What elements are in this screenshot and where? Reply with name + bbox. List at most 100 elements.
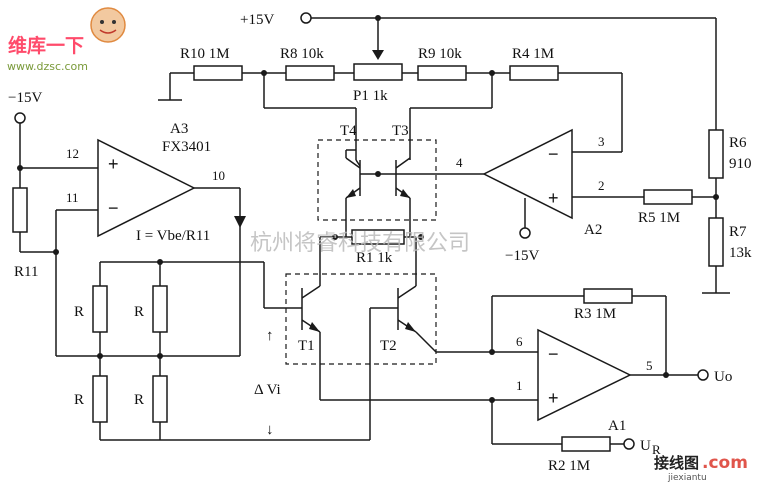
r-label-1: R: [74, 304, 84, 320]
r-bottom-left: [92, 375, 108, 423]
pos-supply-label: +15V: [240, 12, 274, 28]
r10-label: R10 1M: [180, 46, 230, 62]
r1-label: R1 1k: [356, 250, 393, 266]
r7-resistor: [708, 217, 724, 267]
wire: [397, 285, 417, 299]
a1-minus: −: [548, 344, 559, 364]
r7-label: R7: [729, 224, 747, 240]
junction-dot: [375, 171, 381, 177]
junction-dot: [100, 20, 104, 24]
pin-4: 4: [456, 155, 463, 170]
wire: [395, 157, 411, 169]
up-arrow: ↑: [266, 328, 274, 344]
pin-11: 11: [66, 190, 79, 205]
t3-label: T3: [392, 123, 409, 139]
wire: [345, 157, 361, 169]
neg-supply-terminal: [14, 112, 26, 124]
r5-resistor: [643, 189, 693, 205]
r-bottom-right: [152, 375, 168, 423]
site-url: www.dzsc.com: [7, 60, 88, 73]
wire: [301, 285, 321, 299]
down-arrow: ↓: [266, 422, 274, 438]
ur-subscript: R: [652, 442, 661, 457]
pin-12: 12: [66, 146, 79, 161]
r4-label: R4 1M: [512, 46, 554, 62]
a2-minus: −: [548, 144, 559, 164]
r3-resistor: [583, 288, 633, 304]
symbol-shape: [405, 322, 416, 332]
a1-opamp: [537, 328, 632, 422]
r2-label: R2 1M: [548, 458, 590, 474]
t1-label: T1: [298, 338, 315, 354]
junction-dot: [90, 7, 126, 43]
t2-label: T2: [380, 338, 397, 354]
site-logo: 维库一下 www.dzsc.com: [7, 7, 126, 73]
ur-label: U: [640, 438, 651, 454]
matched-pair-bottom-box: [285, 273, 437, 365]
uo-terminal: [697, 369, 709, 381]
neg-supply-label: −15V: [8, 90, 42, 106]
pin-5: 5: [646, 358, 653, 373]
wire: [415, 331, 437, 353]
r8-label: R8 10k: [280, 46, 324, 62]
delta-vi-label: Δ Vi: [254, 382, 281, 398]
junction-dot: [53, 249, 59, 255]
current-arrow: [234, 216, 246, 228]
logo-shape: [99, 29, 117, 34]
symbol-shape: [400, 189, 410, 198]
r6-label: R6: [729, 135, 747, 151]
p1-wiper-arrow: [372, 50, 384, 60]
a1-label: A1: [608, 418, 626, 434]
a2-plus: +: [548, 188, 559, 208]
center-watermark: 杭州将睿科技有限公司: [250, 231, 470, 256]
pin-2: 2: [598, 178, 605, 193]
r4-resistor: [509, 65, 559, 81]
r-top-left: [92, 285, 108, 333]
r6-resistor: [708, 129, 724, 179]
junction-dot: [663, 372, 669, 378]
a2-neg-supply-label: −15V: [505, 248, 539, 264]
r9-label: R9 10k: [418, 46, 462, 62]
t4-label: T4: [340, 123, 357, 139]
a2-opamp: [482, 128, 573, 220]
r2-resistor: [561, 436, 611, 452]
matched-pair-top-box: [317, 139, 437, 221]
r11-resistor: [12, 187, 28, 233]
r-label-3: R: [74, 392, 84, 408]
a3-minus: −: [108, 198, 119, 218]
current-formula: I = Vbe/R11: [136, 228, 210, 244]
a3-opamp: [97, 138, 196, 238]
r6-value: 910: [729, 156, 752, 172]
r7-value: 13k: [729, 245, 752, 261]
pin-6: 6: [516, 334, 523, 349]
pin-1: 1: [516, 378, 523, 393]
junction-dot: [112, 20, 116, 24]
r8-resistor: [285, 65, 335, 81]
r-label-4: R: [134, 392, 144, 408]
r10-resistor: [193, 65, 243, 81]
a3-name: A3: [170, 121, 188, 137]
r3-label: R3 1M: [574, 306, 616, 322]
brand-site: jiexiantu: [667, 473, 707, 482]
pos-supply-terminal: [300, 12, 312, 24]
p1-potentiometer: [353, 63, 403, 81]
r11-label: R11: [14, 264, 38, 280]
pin-3: 3: [598, 134, 605, 149]
ur-terminal: [623, 438, 635, 450]
wire: [355, 159, 361, 167]
r9-resistor: [417, 65, 467, 81]
a3-part: FX3401: [162, 139, 211, 155]
symbol-shape: [309, 322, 320, 332]
brand-suffix: .com: [702, 453, 748, 473]
symbol-shape: [346, 189, 356, 198]
a1-plus: +: [548, 388, 559, 408]
brand-text: 维库一下: [8, 34, 84, 57]
a2-neg-supply-terminal: [519, 227, 531, 239]
junction-dot: [418, 234, 424, 240]
r-label-2: R: [134, 304, 144, 320]
r5-label: R5 1M: [638, 210, 680, 226]
r-top-right: [152, 285, 168, 333]
junction-dot: [375, 15, 381, 21]
